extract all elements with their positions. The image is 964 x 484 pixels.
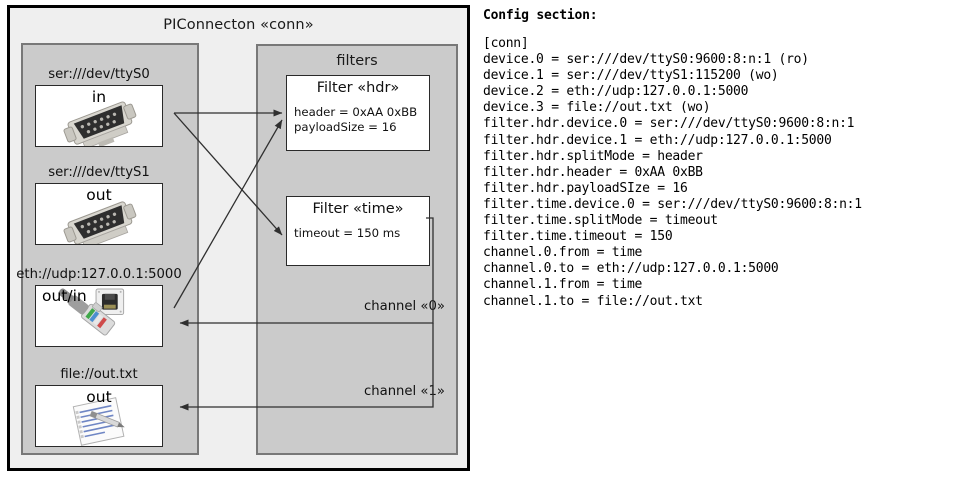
filter-properties: header = 0xAA 0xBB payloadSize = 16	[287, 105, 429, 135]
device-caption: ser:///dev/ttyS0	[48, 67, 150, 82]
diagram-title: PIConnecton «conn»	[163, 17, 314, 33]
device-box[interactable]: out	[35, 183, 163, 245]
devices-panel: ser:///dev/ttyS0 in	[16, 43, 199, 455]
device-direction-label: out	[86, 186, 112, 204]
config-section: Config section: [conn] device.0 = ser://…	[483, 8, 953, 310]
device-caption: file://out.txt	[60, 367, 138, 382]
filters-panel-title: filters	[336, 53, 378, 69]
device-node-eth[interactable]: eth://udp:127.0.0.1:5000 out/in	[16, 267, 182, 347]
device-node-file[interactable]: file://out.txt out	[35, 367, 163, 447]
filter-node-hdr[interactable]: Filter «hdr» header = 0xAA 0xBB payloadS…	[286, 75, 430, 151]
config-section-text: [conn] device.0 = ser:///dev/ttyS0:9600:…	[483, 36, 862, 309]
filter-properties: timeout = 150 ms	[287, 226, 429, 241]
device-box[interactable]: in	[35, 85, 163, 147]
text-file-icon	[72, 397, 125, 446]
filter-property: timeout = 150 ms	[294, 226, 401, 240]
serial-port-icon	[63, 201, 137, 244]
device-caption: ser:///dev/ttyS1	[48, 165, 150, 180]
filter-title: Filter «hdr»	[316, 80, 400, 96]
device-direction-label: in	[91, 88, 107, 106]
ethernet-jack-icon	[58, 288, 125, 336]
filter-title: Filter «time»	[312, 201, 404, 217]
device-box[interactable]: out/in	[35, 285, 163, 347]
connector-diagram: PIConnecton «conn» ser:///dev/ttyS0 in	[7, 5, 470, 471]
serial-port-icon	[63, 101, 137, 146]
device-box[interactable]: out	[35, 385, 163, 447]
config-section-heading: Config section:	[483, 8, 598, 23]
filter-property: header = 0xAA 0xBB	[294, 105, 418, 119]
filter-property: payloadSize = 16	[294, 120, 397, 134]
filter-node-time[interactable]: Filter «time» timeout = 150 ms	[286, 196, 430, 266]
channel-0-label: channel «0»	[364, 299, 445, 314]
device-node-ttys0[interactable]: ser:///dev/ttyS0 in	[35, 67, 163, 147]
channel-1-label: channel «1»	[364, 384, 445, 399]
device-caption: eth://udp:127.0.0.1:5000	[16, 267, 182, 282]
device-node-ttys1[interactable]: ser:///dev/ttyS1 out	[35, 165, 163, 245]
filters-panel: filters Filter «hdr» header = 0xAA 0xBB …	[256, 44, 458, 455]
device-direction-label: out	[86, 388, 112, 406]
device-direction-label: out/in	[42, 287, 87, 305]
